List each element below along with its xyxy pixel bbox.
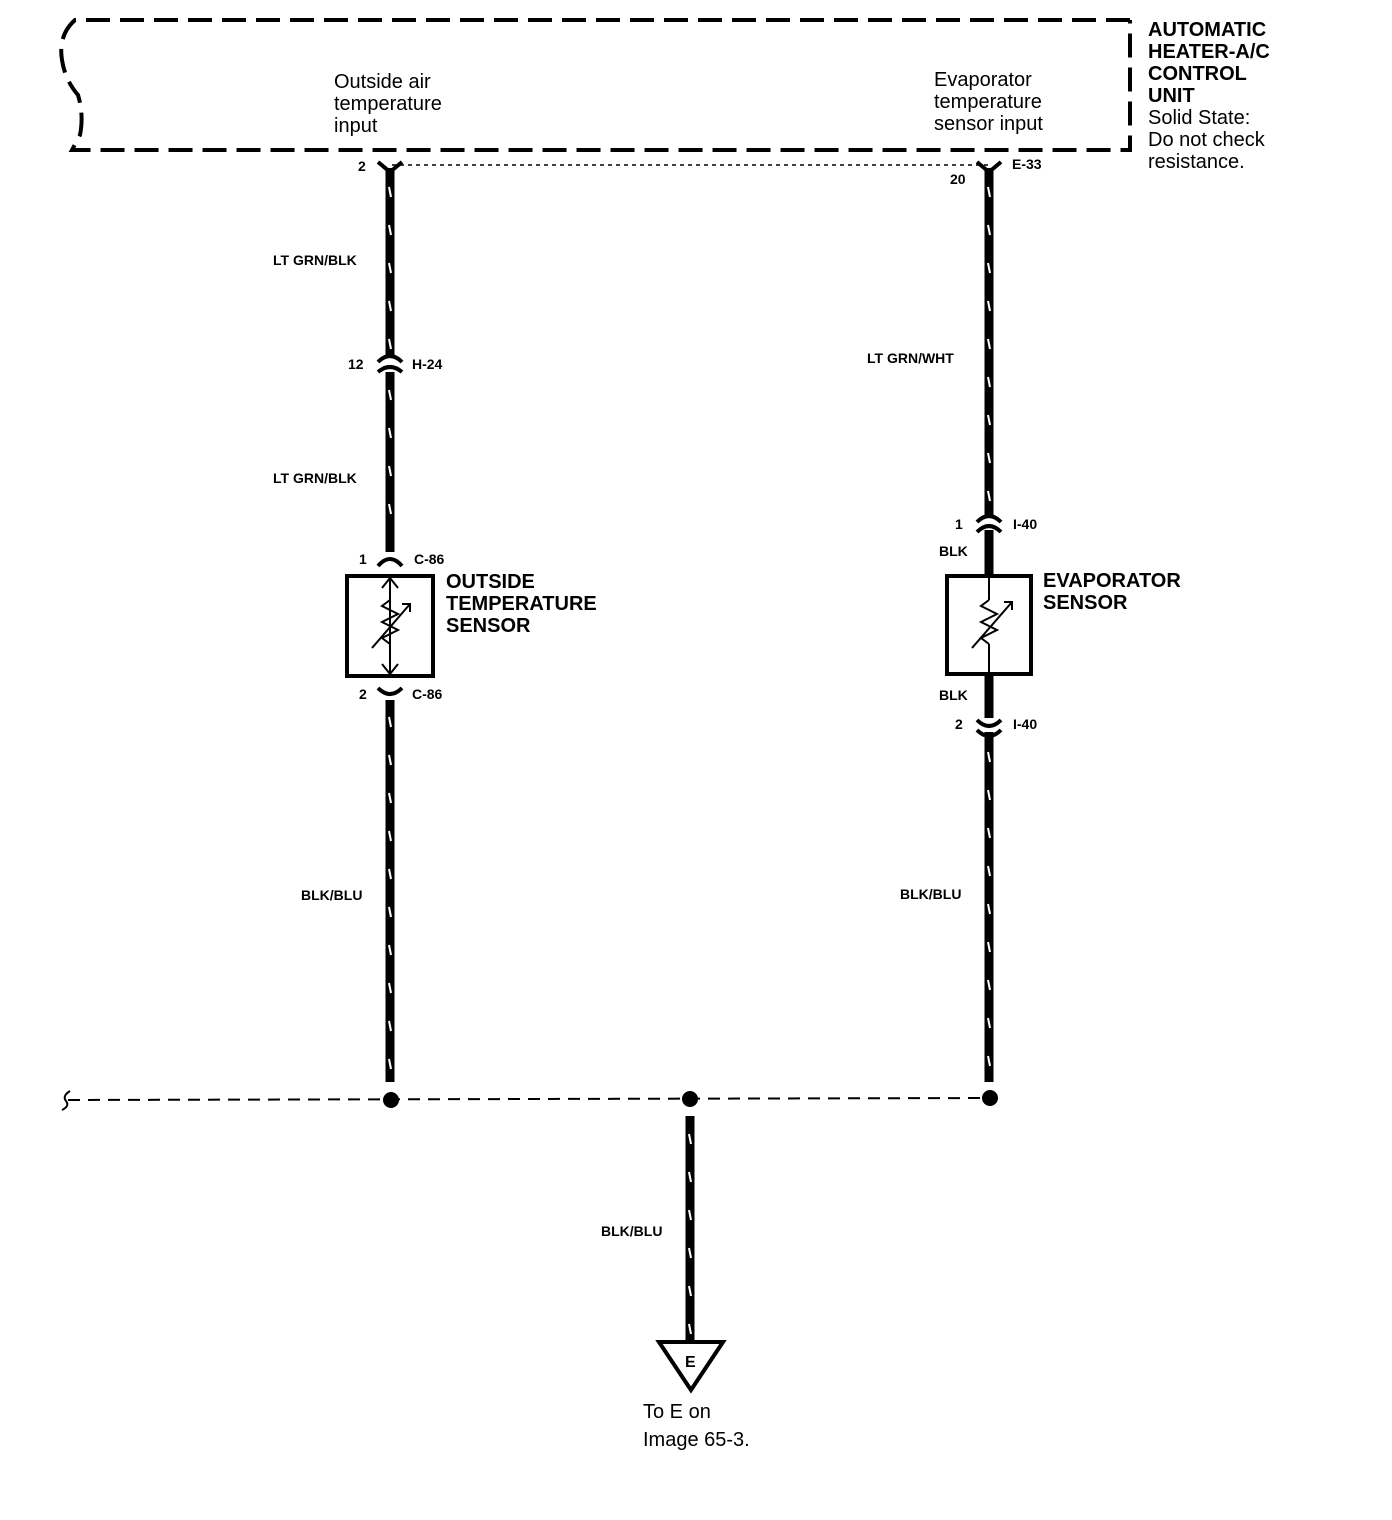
left-pin-top: 2 bbox=[358, 158, 366, 174]
wire-stripe-mark bbox=[987, 903, 991, 915]
wire-stripe-mark bbox=[987, 186, 991, 198]
left-sensor-connector-bottom: C-86 bbox=[412, 686, 443, 702]
right-pin-top: 20 bbox=[950, 171, 966, 187]
wire-stripe-mark bbox=[987, 979, 991, 991]
wire-stripe-mark bbox=[987, 789, 991, 801]
ground-symbol-letter: E bbox=[685, 1354, 696, 1371]
wire-stripe-mark bbox=[388, 792, 392, 804]
wire-stripe-mark bbox=[388, 906, 392, 918]
right-i40-pin-1: 1 bbox=[955, 516, 963, 532]
wire-stripe-mark bbox=[987, 338, 991, 350]
splice-center bbox=[682, 1091, 698, 1107]
left-sensor-connector-top: C-86 bbox=[414, 551, 445, 567]
wire-stripe-mark bbox=[388, 830, 392, 842]
wire-stripe-mark bbox=[388, 503, 392, 515]
splice-left bbox=[383, 1092, 399, 1108]
connector-e33 bbox=[975, 160, 1003, 175]
evaporator-sensor-name: EVAPORATOR SENSOR bbox=[1043, 570, 1186, 614]
right-i40-pin-2: 2 bbox=[955, 716, 963, 732]
wire-stripe-mark bbox=[688, 1285, 692, 1297]
outside-air-input-label: Outside air temperature input bbox=[334, 71, 447, 137]
splice-right bbox=[982, 1090, 998, 1106]
wire-stripe-mark bbox=[388, 427, 392, 439]
wire-stripe-mark bbox=[388, 982, 392, 994]
wire-stripe-mark bbox=[987, 490, 991, 502]
wire-stripe-mark bbox=[987, 1055, 991, 1067]
wire-stripe-mark bbox=[987, 452, 991, 464]
wire-stripe-mark bbox=[388, 338, 392, 350]
wire-stripe-mark bbox=[987, 941, 991, 953]
wire-stripe-mark bbox=[987, 827, 991, 839]
wire-stripe-mark bbox=[987, 262, 991, 274]
wire-stripe-mark bbox=[388, 868, 392, 880]
control-unit-note: Solid State: Do not check resistance. bbox=[1148, 107, 1270, 173]
wire-stripe-mark bbox=[388, 465, 392, 477]
connector-mark bbox=[376, 160, 404, 175]
wire-stripe-mark bbox=[388, 944, 392, 956]
left-wire-label-1: LT GRN/BLK bbox=[273, 252, 357, 268]
wire-stripe-mark bbox=[388, 186, 392, 198]
evaporator-sensor bbox=[945, 574, 1033, 676]
wire-stripe-mark bbox=[388, 1058, 392, 1070]
wire-stripe-mark bbox=[388, 389, 392, 401]
wire-stripe-mark bbox=[987, 376, 991, 388]
ground-bus bbox=[61, 1090, 991, 1111]
right-wire-label-3: BLK/BLU bbox=[900, 886, 961, 902]
right-i40-connector-bottom: I-40 bbox=[1013, 716, 1037, 732]
wire-stripe-mark bbox=[388, 300, 392, 312]
ground-note: To E on Image 65-3. bbox=[643, 1401, 750, 1451]
wire-stripe-mark bbox=[688, 1247, 692, 1259]
connector-c86-top bbox=[376, 557, 404, 568]
right-connector-top: E-33 bbox=[1012, 156, 1042, 172]
left-sensor-pin-1: 1 bbox=[359, 551, 367, 567]
wire-stripe-mark bbox=[987, 751, 991, 763]
evaporator-input-label: Evaporator temperature sensor input bbox=[934, 69, 1047, 135]
wire-stripe-mark bbox=[388, 224, 392, 236]
right-sensor-wire-top: BLK bbox=[939, 543, 968, 559]
wire-stripe-mark bbox=[987, 865, 991, 877]
left-wire-label-3: BLK/BLU bbox=[301, 887, 362, 903]
left-wire-label-2: LT GRN/BLK bbox=[273, 470, 357, 486]
wire-stripe-mark bbox=[388, 754, 392, 766]
connector-i40-bottom-b bbox=[975, 728, 1003, 738]
wire-stripe-mark bbox=[388, 716, 392, 728]
wire-stripe-mark bbox=[987, 1017, 991, 1029]
outside-sensor-name: OUTSIDE TEMPERATURE SENSOR bbox=[446, 571, 602, 637]
left-h24-connector: H-24 bbox=[412, 356, 443, 372]
left-h24-pin: 12 bbox=[348, 356, 364, 372]
wire-stripe-mark bbox=[688, 1323, 692, 1335]
wire-stripe-mark bbox=[388, 1020, 392, 1032]
wire-stripe-mark bbox=[987, 414, 991, 426]
connector-i40-bottom-a bbox=[975, 718, 1003, 728]
connector-i40-top-b bbox=[975, 524, 1003, 534]
connector-h24-top bbox=[376, 354, 404, 364]
right-sensor-wire-bottom: BLK bbox=[939, 687, 968, 703]
wire-stripe-mark bbox=[987, 300, 991, 312]
wire-stripes bbox=[388, 186, 991, 1335]
connector-i40-top-a bbox=[975, 514, 1003, 524]
left-sensor-pin-2: 2 bbox=[359, 686, 367, 702]
connector-c86-bottom bbox=[376, 686, 404, 696]
connector-h24-bottom bbox=[376, 365, 404, 374]
wire-stripe-mark bbox=[688, 1171, 692, 1183]
outside-temperature-sensor bbox=[345, 574, 435, 678]
right-i40-connector-top: I-40 bbox=[1013, 516, 1037, 532]
wire-stripe-mark bbox=[388, 262, 392, 274]
ground-symbol bbox=[655, 1340, 727, 1394]
right-wire-label-1: LT GRN/WHT bbox=[867, 350, 954, 366]
control-unit-boundary bbox=[59, 18, 1132, 152]
control-unit-title: AUTOMATIC HEATER-A/C CONTROL UNIT bbox=[1148, 19, 1275, 107]
wire-stripe-mark bbox=[688, 1133, 692, 1145]
ground-wire-label: BLK/BLU bbox=[601, 1223, 662, 1239]
wire-stripe-mark bbox=[987, 224, 991, 236]
wire-stripe-mark bbox=[688, 1209, 692, 1221]
